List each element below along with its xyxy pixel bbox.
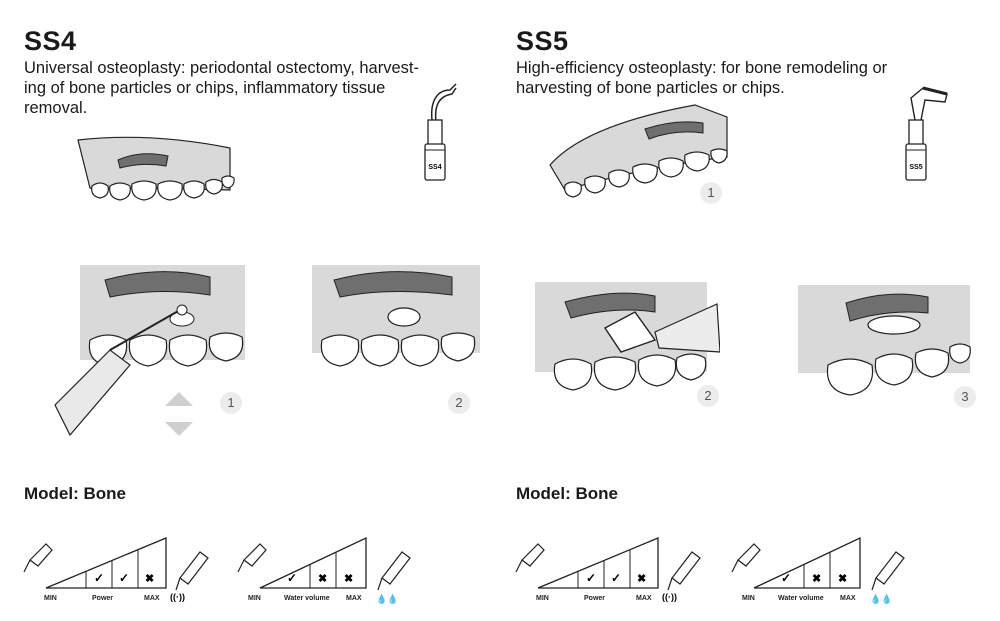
cross-icon: ✖ (145, 573, 154, 585)
ss4-step-2-badge: 2 (448, 392, 470, 414)
ss4-tip-label: SS4 (428, 164, 441, 171)
check-icon: ✓ (119, 571, 129, 585)
cross-icon: ✖ (318, 573, 327, 585)
handpiece-icon (521, 543, 545, 567)
svg-text:Water volume: Water volume (778, 595, 824, 602)
up-down-arrows-icon (165, 392, 193, 436)
svg-text:MAX: MAX (144, 595, 160, 602)
ss5-water-scale: ✓ ✖ ✖ MIN Water volume MAX 💧💧 (731, 536, 905, 604)
handpiece-icon (179, 551, 209, 585)
svg-text:MIN: MIN (742, 595, 755, 602)
handpiece-icon (29, 543, 53, 567)
ss4-title: SS4 (24, 26, 77, 56)
check-icon: ✓ (94, 571, 104, 585)
ss5-step-2-illustration (535, 282, 720, 391)
svg-text:MIN: MIN (44, 595, 57, 602)
ss5-step-3-badge: 3 (954, 386, 976, 408)
water-drops-icon: 💧💧 (870, 593, 892, 604)
vibration-icon: ((·)) (170, 592, 185, 602)
ss4-description: Universal osteoplasty: periodontal ostec… (24, 59, 419, 117)
svg-text:MIN: MIN (536, 595, 549, 602)
ss5-tip-illustration: SS5 (905, 86, 948, 181)
svg-text:Power: Power (92, 595, 113, 602)
ss4-step-1-badge: 1 (220, 392, 242, 414)
ss5-tip-label: SS5 (909, 164, 922, 171)
ss5-step-1-badge: 1 (700, 182, 722, 204)
check-icon: ✓ (287, 571, 297, 585)
cross-icon: ✖ (344, 573, 353, 585)
ss4-tip-illustration: SS4 (424, 83, 457, 181)
handpiece-icon (737, 543, 761, 567)
ss5-jaw-overview (549, 104, 728, 198)
cross-icon: ✖ (637, 573, 646, 585)
svg-text:Power: Power (584, 595, 605, 602)
ss4-step-1-illustration (54, 265, 245, 437)
vibration-icon: ((·)) (662, 592, 677, 602)
handpiece-icon (671, 551, 701, 585)
ss4-model-label: Model: Bone (24, 484, 126, 503)
handpiece-icon (243, 543, 267, 567)
cross-icon: ✖ (838, 573, 847, 585)
ss5-description: High-efficiency osteoplasty: for bone re… (516, 59, 888, 97)
ss5-step-2-badge: 2 (697, 385, 719, 407)
ss4-power-scale: ✓ ✓ ✖ MIN Power MAX ((·)) (23, 537, 209, 602)
svg-text:MIN: MIN (248, 595, 261, 602)
ss5-model-label: Model: Bone (516, 484, 618, 503)
check-icon: ✓ (611, 571, 621, 585)
svg-text:Water volume: Water volume (284, 595, 330, 602)
check-icon: ✓ (586, 571, 596, 585)
ss4-step-2-illustration (312, 265, 480, 367)
ss4-jaw-overview (77, 136, 235, 201)
ss5-title: SS5 (516, 26, 569, 56)
water-drops-icon: 💧💧 (376, 593, 398, 604)
check-icon: ✓ (781, 571, 791, 585)
handpiece-icon (381, 551, 411, 585)
cross-icon: ✖ (812, 573, 821, 585)
svg-text:MAX: MAX (346, 595, 362, 602)
ss4-water-scale: ✓ ✖ ✖ MIN Water volume MAX 💧💧 (237, 536, 411, 604)
svg-text:MAX: MAX (840, 595, 856, 602)
handpiece-icon (875, 551, 905, 585)
ss5-power-scale: ✓ ✓ ✖ MIN Power MAX ((·)) (515, 537, 701, 602)
ss5-step-3-illustration (798, 285, 971, 396)
svg-text:MAX: MAX (636, 595, 652, 602)
